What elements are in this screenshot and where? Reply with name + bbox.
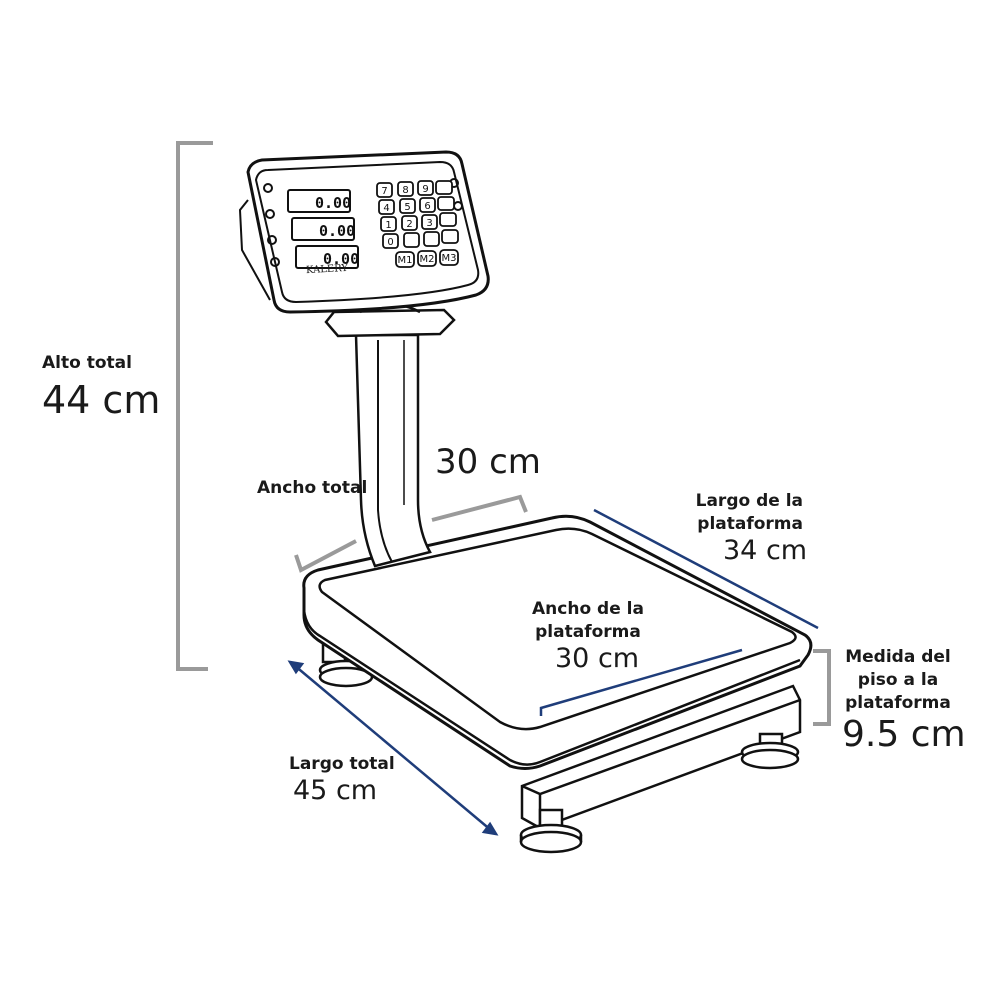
platform-length-label: Largo de la plataforma <box>690 490 803 536</box>
floor-height-label-line1: Medida del <box>845 647 951 667</box>
keypad-key-label: 7 <box>381 186 387 197</box>
total-width-value: 30 cm <box>435 442 541 482</box>
lcd-readings: 0.00 0.00 0.00 <box>315 194 359 268</box>
keypad <box>376 180 459 268</box>
keypad-key-label: M1 <box>398 255 413 266</box>
column <box>354 333 432 568</box>
platform-width-value: 30 cm <box>555 643 640 674</box>
lcd-reading: 0.00 <box>315 194 351 212</box>
keypad-key-label: 9 <box>422 184 428 195</box>
keypad-key-label: 2 <box>406 219 412 230</box>
keypad-key-label: M3 <box>442 253 457 264</box>
lcd-reading: 0.00 <box>323 250 359 268</box>
keypad-key-label: 8 <box>402 185 408 196</box>
floor-height-label: Medida del piso a la plataforma <box>838 646 958 715</box>
brand-logo: KALERY <box>305 262 349 277</box>
keypad-key-label: 6 <box>424 201 430 212</box>
total-length-arrow <box>287 660 499 836</box>
platform <box>302 514 813 770</box>
total-length-value: 45 cm <box>293 775 378 806</box>
total-height-label: Alto total <box>42 353 132 373</box>
lcd-displays <box>287 189 359 269</box>
total-length-label: Largo total <box>289 754 395 774</box>
lcd-reading: 0.00 <box>319 222 355 240</box>
total-height-value: 44 cm <box>42 378 161 422</box>
total-width-label: Ancho total <box>257 478 368 498</box>
platform-length-label-line1: Largo de la <box>695 491 803 511</box>
floor-height-label-line2: piso a la <box>857 670 939 690</box>
platform-width-line <box>539 648 743 716</box>
floor-height-label-line3: plataforma <box>845 693 951 713</box>
platform-width-label-line1: Ancho de la <box>532 599 644 619</box>
keypad-key-label: 3 <box>426 218 432 229</box>
platform-length-value: 34 cm <box>723 535 808 566</box>
platform-length-label-line2: plataforma <box>697 514 803 534</box>
keypad-key-label: 1 <box>385 220 391 231</box>
foot-front <box>519 808 583 854</box>
keypad-key-label: 4 <box>383 203 389 214</box>
platform-width-label: Ancho de la plataforma <box>528 598 648 644</box>
width-bracket-right <box>431 494 528 522</box>
keypad-key-label: M2 <box>420 254 435 265</box>
foot-right <box>740 732 800 770</box>
floor-bracket <box>813 649 831 726</box>
platform-width-label-line2: plataforma <box>535 622 641 642</box>
floor-height-value: 9.5 cm <box>842 714 966 755</box>
height-bracket <box>176 141 213 671</box>
keypad-key-label: 0 <box>387 237 393 248</box>
width-bracket-left <box>294 539 357 573</box>
keypad-labels: 7 8 9 4 5 6 1 2 3 0M1 M2 M3 <box>381 184 456 266</box>
platform-length-line <box>593 508 819 630</box>
keypad-key-label: 5 <box>404 202 410 213</box>
